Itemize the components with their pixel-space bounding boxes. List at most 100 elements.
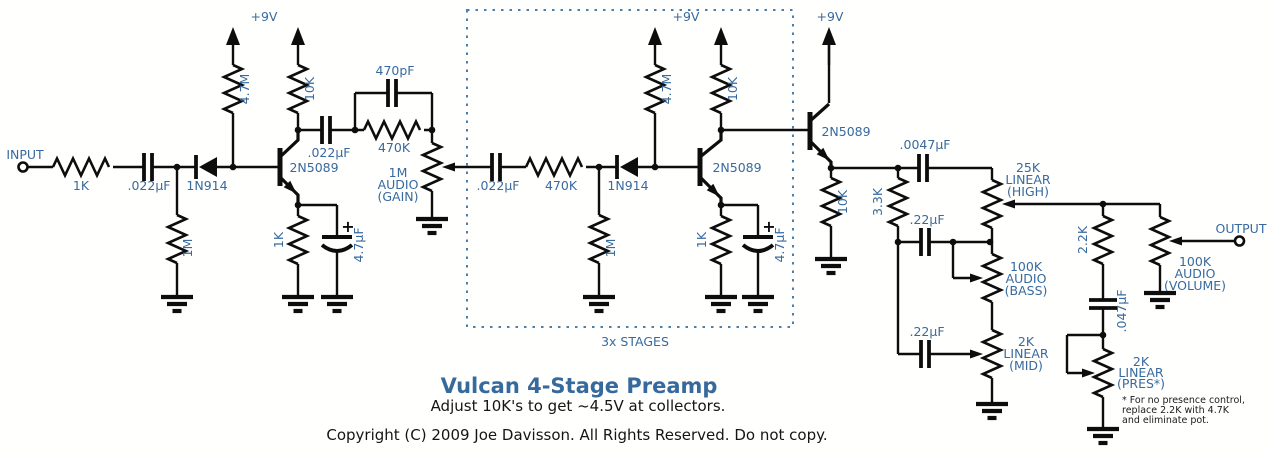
pot-taper-label: AUDIO	[1175, 266, 1216, 281]
capacitor-label: 4.7µF	[351, 227, 366, 262]
transistor-stage1: 2N5089	[277, 130, 339, 205]
resistor-label: 3.3K	[870, 187, 885, 216]
ground-icon	[321, 297, 353, 311]
capacitor-label: .022µF	[308, 145, 351, 160]
stage-repeat-box	[466, 9, 794, 328]
input-terminal: INPUT	[6, 147, 44, 173]
ground-icon	[705, 297, 737, 311]
power-arrow-icon	[646, 25, 664, 67]
ground-icon	[1087, 429, 1119, 443]
capacitor-stage1-bypass: + 4.7µF	[320, 217, 366, 263]
input-jack-icon	[17, 161, 29, 173]
ground-icon	[282, 297, 314, 311]
resistor-label: 10K	[835, 189, 850, 214]
resistor-label: 1M	[180, 239, 195, 258]
pot-function-label: (MID)	[1009, 358, 1043, 373]
capacitor-mid: .22µF	[909, 324, 945, 368]
power-arrow-icon	[289, 25, 307, 67]
transistor-label: 2N5089	[289, 160, 338, 175]
pot-value-label: 2K	[1018, 334, 1035, 349]
pot-function-label: (VOLUME)	[1164, 278, 1226, 293]
resistor-follower-emitter: 10K	[818, 176, 850, 228]
transistor-label: 2N5089	[821, 124, 870, 139]
transistor-label: 2N5089	[712, 160, 761, 175]
power-rail-label: +9V	[251, 9, 278, 24]
resistor-input-series: 1K	[51, 155, 111, 193]
power-arrow-icon	[224, 25, 242, 67]
junction-dots	[173, 126, 1107, 339]
presence-footnote: * For no presence control, replace 2.2K …	[1122, 395, 1245, 426]
transistor-follower: 2N5089	[807, 102, 871, 168]
schematic-title: Vulcan 4-Stage Preamp	[441, 374, 718, 398]
pot-value-label: 100K	[1179, 254, 1212, 269]
pot-taper-label: AUDIO	[378, 177, 419, 192]
ground-icon	[1144, 293, 1176, 307]
transistor-stage2: 2N5089	[697, 130, 762, 205]
potentiometer-mid: 2K LINEAR (MID)	[970, 328, 1049, 380]
resistor-stage1-feedback: 470K	[362, 118, 422, 155]
diode-stage2-clamp: 1N914	[607, 155, 649, 193]
capacitor-label: 470pF	[376, 63, 415, 78]
ground-icon	[815, 259, 847, 273]
resistor-label: 470K	[378, 140, 411, 155]
resistor-stage2-pulldown: 1M	[586, 213, 618, 265]
capacitor-label: .022µF	[477, 178, 520, 193]
resistor-stage1-collector: 10K	[285, 63, 317, 115]
circuit-wires	[27, 45, 1235, 429]
pot-taper-label: LINEAR	[1005, 172, 1050, 187]
ground-icon	[161, 297, 193, 311]
resistor-label: 2.2K	[1075, 225, 1090, 254]
resistor-label: 4.7M	[659, 74, 674, 105]
capacitor-label: .047µF	[1114, 290, 1129, 333]
pot-taper-label: AUDIO	[1006, 271, 1047, 286]
resistor-input-pulldown: 1M	[164, 213, 195, 265]
footnote-line: * For no presence control,	[1122, 395, 1245, 406]
capacitor-label: .22µF	[909, 212, 944, 227]
resistor-label: 4.7M	[237, 74, 252, 105]
resistor-label: 1K	[694, 231, 709, 248]
resistor-stage2-series: 470K	[524, 155, 584, 193]
power-arrow-icon	[712, 25, 730, 67]
pot-function-label: (PRES*)	[1117, 376, 1165, 391]
output-label: OUTPUT	[1216, 221, 1267, 236]
pot-taper-label: LINEAR	[1118, 365, 1163, 380]
resistor-stage2-collector: 10K	[708, 63, 740, 115]
resistor-stage1-bias: 4.7M	[220, 63, 252, 115]
polarity-plus-icon: +	[341, 217, 354, 236]
resistor-stage2-emitter: 1K	[694, 214, 734, 266]
resistor-label: 470K	[545, 178, 578, 193]
capacitor-stage2-bypass: + 4.7µF	[741, 217, 787, 263]
power-rail-label: +9V	[817, 9, 844, 24]
power-arrow-icon	[820, 25, 838, 67]
ground-icon	[976, 404, 1008, 418]
pot-function-label: (GAIN)	[377, 189, 418, 204]
resistor-presence-feed: 2.2K	[1075, 214, 1116, 266]
output-terminal: OUTPUT	[1216, 221, 1267, 247]
potentiometer-bass: 100K AUDIO (BASS)	[970, 252, 1047, 304]
footnote-line: and eliminate pot.	[1122, 415, 1209, 426]
power-rail-label: +9V	[673, 9, 700, 24]
resistor-label: 1K	[271, 231, 286, 248]
ground-icon	[583, 297, 615, 311]
capacitor-label: .22µF	[909, 324, 944, 339]
capacitor-input-coupling: .022µF	[128, 153, 170, 193]
pot-value-label: 1M	[389, 165, 408, 180]
resistor-label: 1M	[603, 239, 618, 258]
adjustment-note: Adjust 10K's to get ~4.5V at collectors.	[431, 397, 726, 415]
diode-label: 1N914	[607, 178, 648, 193]
resistor-label: 1K	[73, 178, 90, 193]
pot-value-label: 25K	[1016, 160, 1041, 175]
ground-icon	[416, 219, 448, 233]
potentiometer-presence: 2K LINEAR (PRES*)	[1082, 347, 1165, 399]
resistor-stage1-emitter: 1K	[271, 214, 311, 266]
resistor-label: 10K	[725, 76, 740, 101]
potentiometer-volume: 100K AUDIO (VOLUME)	[1147, 215, 1226, 293]
diode-label: 1N914	[186, 178, 227, 193]
footer: Vulcan 4-Stage Preamp Adjust 10K's to ge…	[326, 374, 827, 444]
pot-function-label: (HIGH)	[1007, 184, 1049, 199]
capacitor-label: .0047µF	[900, 137, 951, 152]
copyright-notice: Copyright (C) 2009 Joe Davisson. All Rig…	[326, 426, 827, 444]
potentiometer-high: 25K LINEAR (HIGH)	[979, 160, 1051, 230]
